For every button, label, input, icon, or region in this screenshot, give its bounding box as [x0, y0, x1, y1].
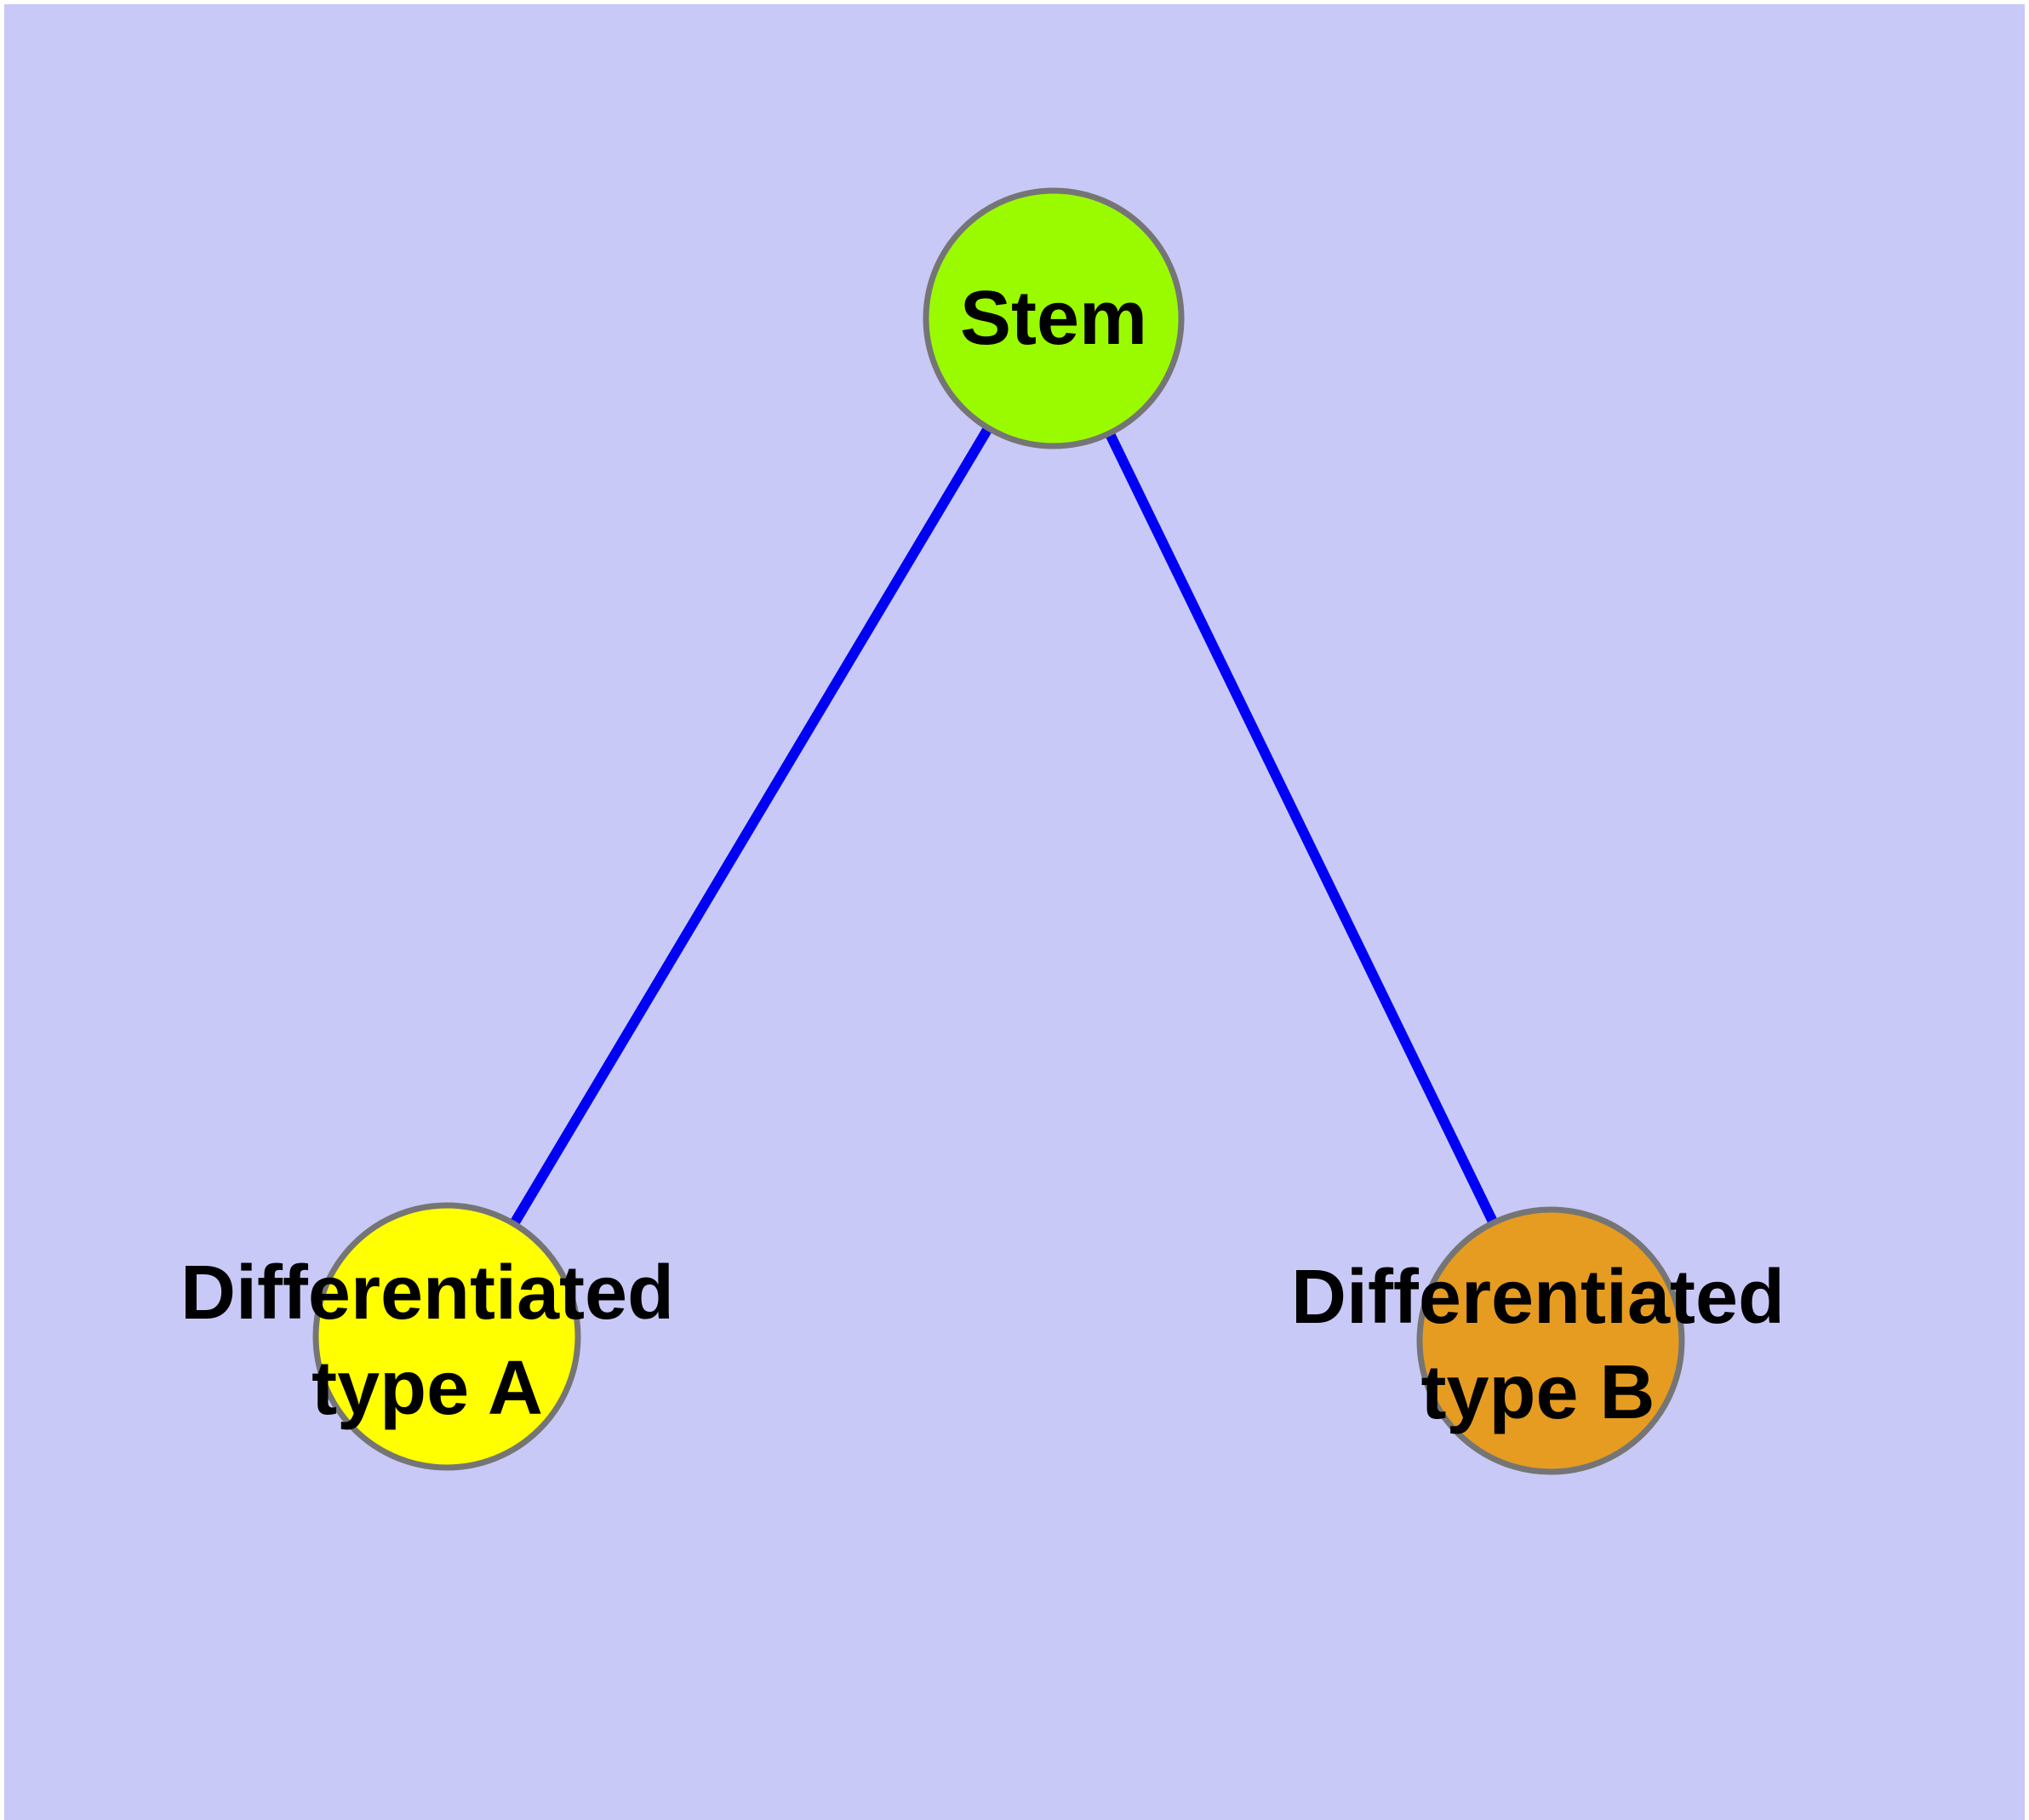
edge-stem-to-type-a	[442, 315, 1059, 1340]
node-type-a-label-line2: type A	[311, 1346, 543, 1431]
node-type-a-label-line1: Differentiated	[180, 1251, 674, 1336]
node-stem-label: Stem	[960, 276, 1147, 361]
edge-stem-to-type-b	[1049, 316, 1556, 1343]
node-differentiated-type-b	[1416, 1206, 1685, 1475]
node-type-b-label-line2: type B	[1420, 1350, 1655, 1435]
node-stem	[923, 187, 1185, 449]
diagram-canvas: Stem Differentiated type A Differentiate…	[4, 4, 2025, 1820]
node-differentiated-type-a	[312, 1202, 581, 1471]
node-type-b-label-line1: Differentiated	[1291, 1255, 1785, 1340]
plot-frame: Stem Differentiated type A Differentiate…	[4, 4, 2025, 1820]
